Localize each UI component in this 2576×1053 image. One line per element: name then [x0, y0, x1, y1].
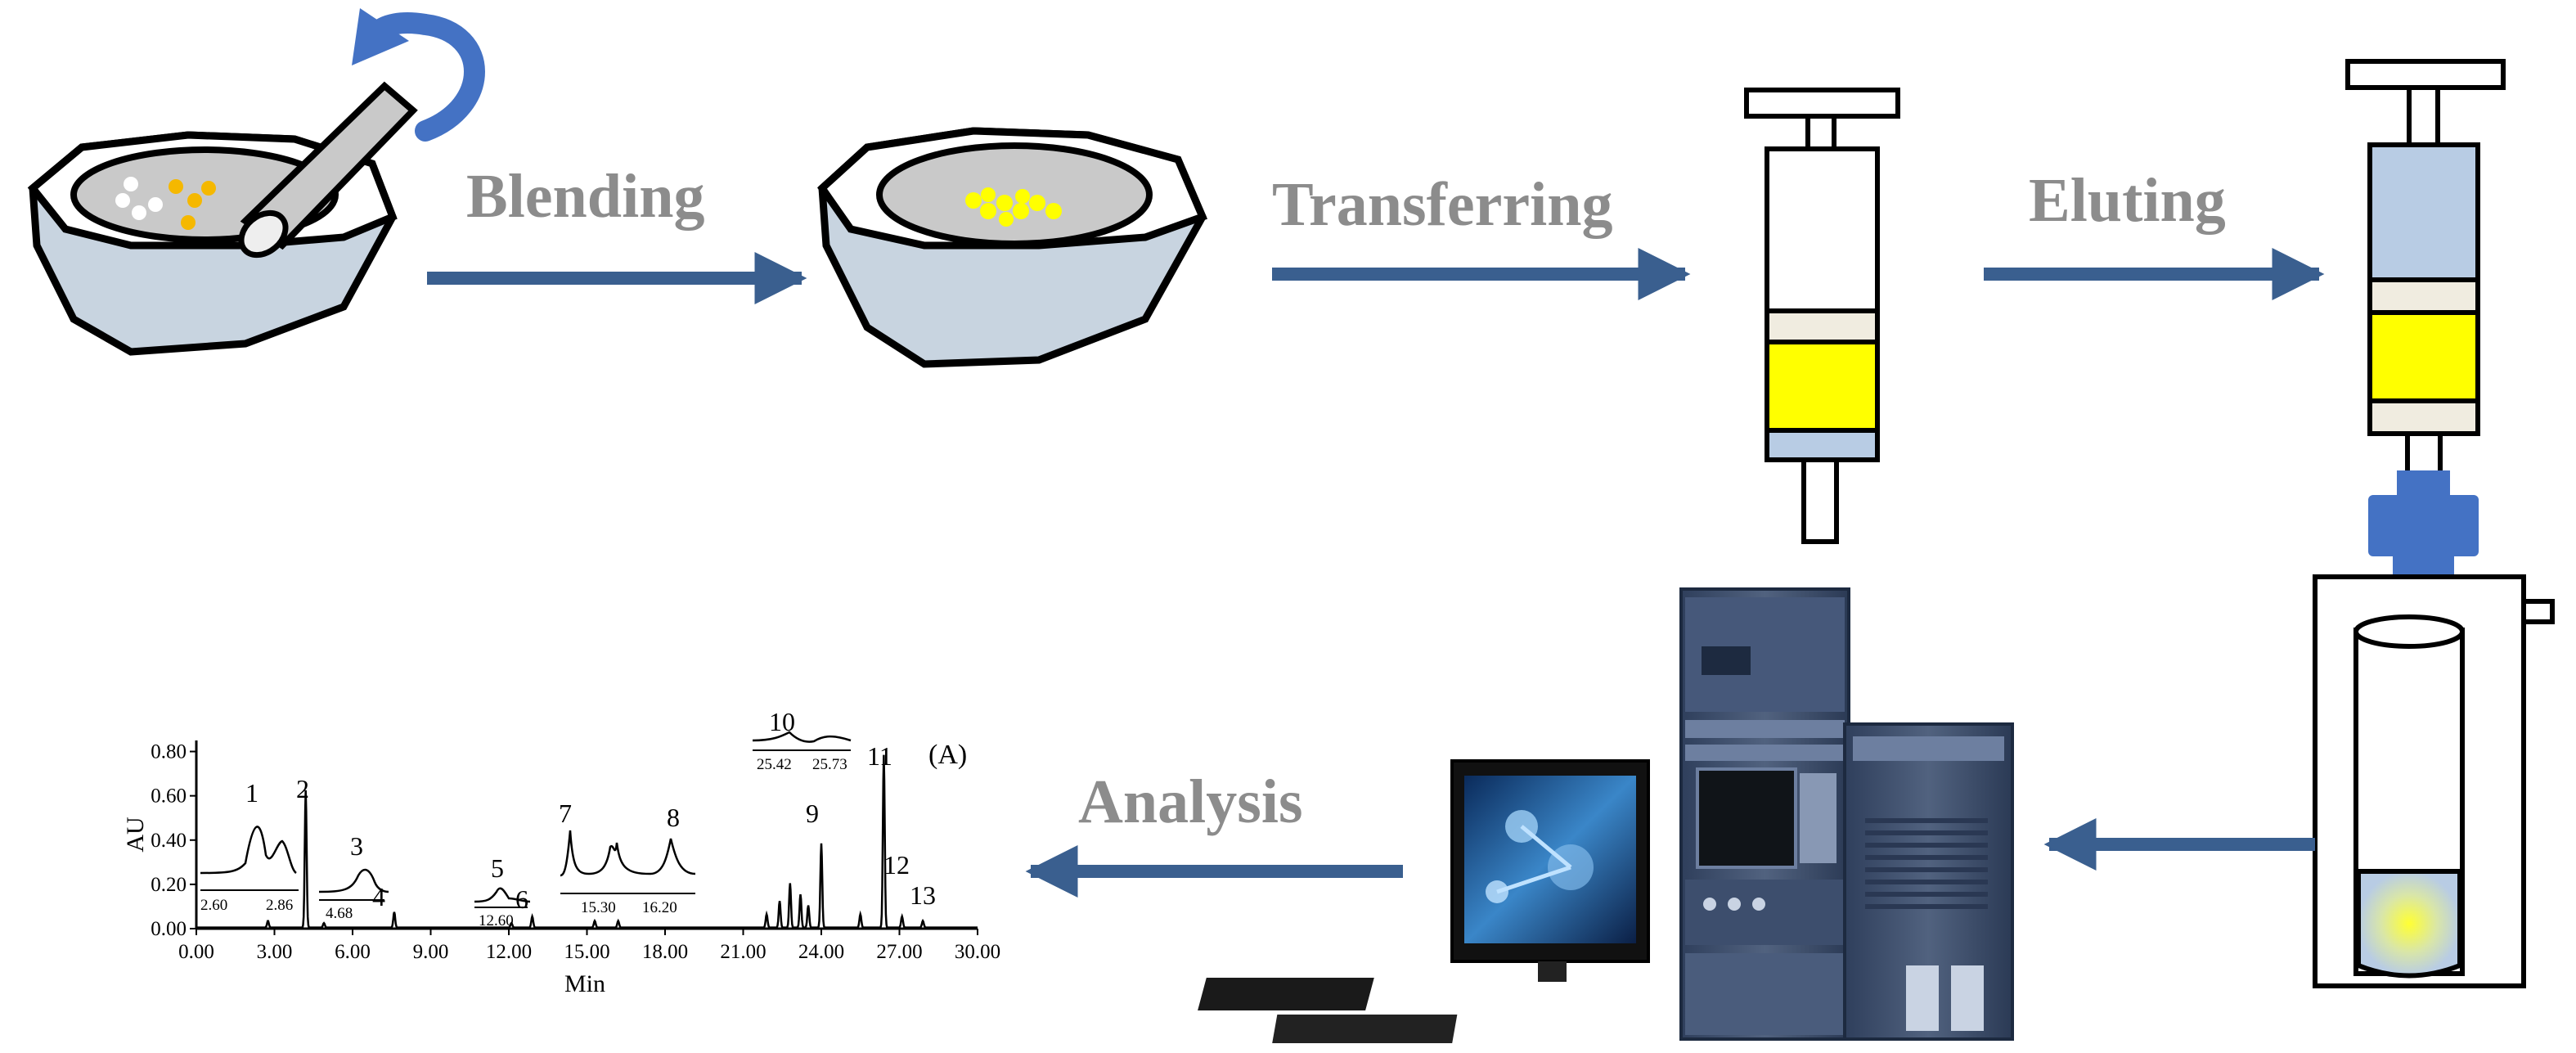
x-tick-label: 24.00 — [798, 941, 844, 963]
mortar-pestle-icon — [27, 8, 485, 356]
eluting-cartridge-icon — [2345, 59, 2506, 616]
inset-peak-10: 25.42 25.73 — [752, 731, 852, 773]
computer-monitor-icon — [1198, 759, 1650, 1043]
x-tick-label: 15.00 — [564, 941, 609, 963]
step-label-transferring: Transferring — [1272, 170, 1613, 239]
peak-label: 10 — [769, 707, 795, 736]
connector-icon — [2368, 470, 2479, 585]
x-tick-label: 3.00 — [257, 941, 293, 963]
step-label-analysis: Analysis — [1078, 767, 1303, 836]
peak-label: 13 — [910, 880, 936, 910]
y-axis-label: AU — [122, 817, 149, 853]
y-tick-label: 0.40 — [151, 830, 187, 852]
inset-tick: 25.42 — [757, 756, 792, 773]
frit-icon — [1765, 428, 1880, 462]
peak-label: 12 — [883, 850, 910, 880]
step-label-eluting: Eluting — [2029, 166, 2226, 235]
inset-tick: 16.20 — [642, 899, 677, 916]
sorbent-bed-icon — [2367, 310, 2480, 403]
y-tick-label: 0.60 — [151, 785, 187, 808]
sorbent-bed-icon — [1765, 340, 1880, 433]
rotate-arrow-head-icon — [352, 8, 409, 65]
step-label-blending: Blending — [466, 162, 704, 231]
y-tick-label: 0.80 — [151, 741, 187, 763]
x-tick-label: 30.00 — [955, 941, 1000, 963]
inset-peak-3: 4.68 — [318, 868, 389, 922]
frit-icon — [2367, 277, 2480, 315]
x-tick-label: 27.00 — [876, 941, 922, 963]
hplc-system-icon — [1679, 587, 2014, 1041]
x-axis-label: Min — [564, 970, 605, 997]
frit-icon — [1765, 308, 1880, 344]
x-tick-label: 18.00 — [642, 941, 688, 963]
inset-peak-5: 12.60 — [474, 887, 531, 929]
peak-label: 2 — [296, 774, 309, 803]
x-tick-label: 21.00 — [720, 941, 766, 963]
transferring-step: Transferring — [1272, 170, 1691, 300]
peak-label: 3 — [350, 831, 363, 861]
chromatogram-trace — [196, 754, 978, 929]
peak-label: 8 — [667, 803, 680, 832]
inset-tick: 4.68 — [326, 905, 353, 922]
peak-label: 9 — [806, 799, 819, 828]
inset-peak-1: 2.60 2.86 — [200, 826, 299, 914]
peak-label: 11 — [867, 741, 892, 771]
x-tick-label: 6.00 — [335, 941, 371, 963]
spe-cartridge-icon — [1744, 88, 1900, 544]
inset-tick: 2.86 — [266, 897, 293, 914]
rotate-arrow-icon — [366, 12, 485, 142]
x-tick-label: 9.00 — [413, 941, 449, 963]
mortar-icon — [817, 127, 1208, 368]
eluent-icon — [2367, 142, 2480, 282]
analysis-step: Analysis — [1025, 767, 1403, 898]
inset-peaks-7-8: 15.30 16.20 — [560, 830, 696, 916]
peak-label: 1 — [245, 778, 258, 808]
inset-tick: 2.60 — [200, 897, 227, 914]
inset-tick: 15.30 — [581, 899, 616, 916]
sorbent-particles-icon — [965, 187, 1062, 227]
chromatogram: 0.00 3.00 6.00 9.00 12.00 15.00 18.00 21.00 24.0… — [122, 707, 1000, 997]
inset-tick: 25.73 — [812, 756, 847, 773]
peak-label: 5 — [491, 853, 504, 883]
x-tick-label: 12.00 — [486, 941, 532, 963]
eluting-step: Eluting — [1984, 166, 2325, 300]
blending-step: Blending — [427, 162, 807, 304]
y-tick-label: 0.00 — [151, 918, 187, 940]
x-tick-label: 0.00 — [178, 941, 214, 963]
peak-label: 4 — [372, 882, 385, 911]
eluate-icon — [2356, 869, 2462, 979]
peak-label: 7 — [559, 799, 572, 828]
inset-tick: 12.60 — [479, 912, 514, 929]
pestle-icon — [238, 81, 418, 259]
collection-vessel-icon — [2313, 574, 2555, 988]
panel-label: (A) — [928, 740, 967, 770]
y-tick-label: 0.20 — [151, 874, 187, 896]
